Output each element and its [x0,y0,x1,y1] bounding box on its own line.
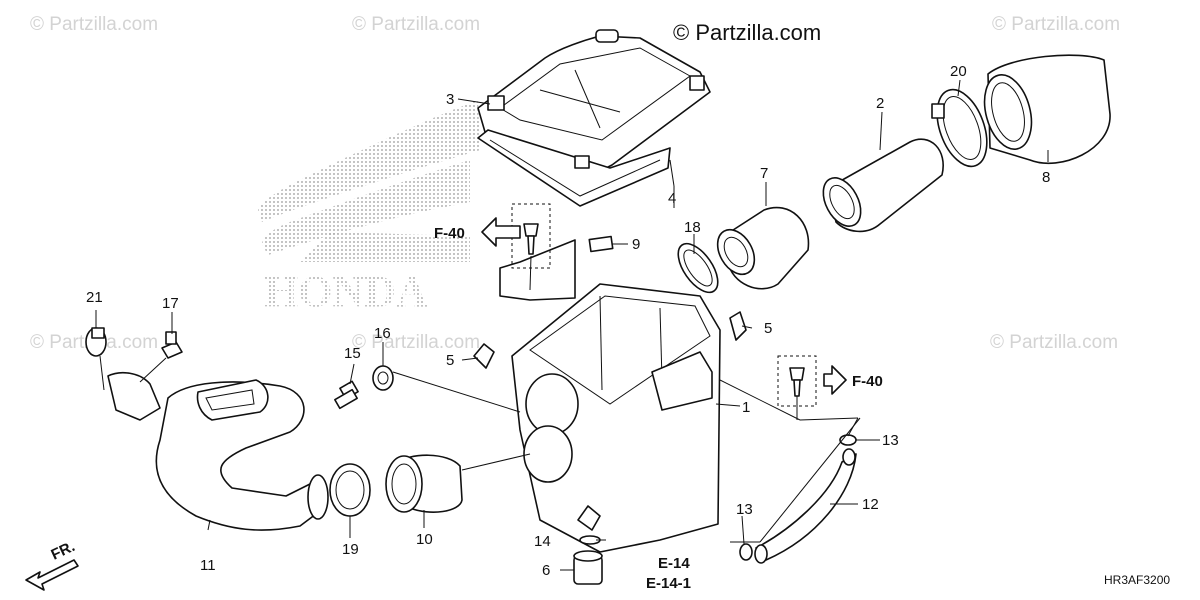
callout-5-right: 5 [764,320,772,337]
callout-13-lower: 13 [736,501,753,518]
callout-1: 1 [742,399,750,416]
callout-2: 2 [876,95,884,112]
callout-6: 6 [542,562,550,579]
callout-17: 17 [162,295,179,312]
air-cleaner-case [499,239,721,553]
clip-5-right [729,311,747,341]
callout-4: 4 [668,190,676,207]
honda-wordmark: HONDA [264,267,428,316]
front-arrow-icon [25,559,79,591]
ref-f40-right: F-40 [852,373,883,390]
watermark-mid-center: © Partzilla.com [352,332,480,353]
callout-19: 19 [342,541,359,558]
honda-wing-logo: HONDA [258,100,480,316]
callout-8: 8 [1042,169,1050,186]
valve-15 [334,380,359,410]
clamp-19 [329,463,371,517]
joint-10 [385,454,463,513]
pre-filter-8 [983,54,1111,165]
arrow-right-icon [823,365,847,395]
air-cleaner-cover [477,29,711,207]
callout-5-left: 5 [446,352,454,369]
clip-5-left [473,343,495,369]
callout-20: 20 [950,63,967,80]
watermark-top-center: © Partzilla.com [352,14,480,35]
cap-6 [573,550,603,585]
watermark-mid-right: © Partzilla.com [990,332,1118,353]
callout-12: 12 [862,496,879,513]
sponge-9 [588,235,614,253]
ref-e14-1: E-14-1 [646,575,691,592]
drain-tube-12 [754,448,857,564]
screw-left [511,203,551,269]
leader-lines [95,79,1049,571]
callout-13-upper: 13 [882,432,899,449]
arrow-left-icon [481,217,521,247]
watermark-top-left: © Partzilla.com [30,14,158,35]
callout-18: 18 [684,219,701,236]
connecting-tube-7 [716,206,810,290]
callout-3: 3 [446,91,454,108]
callout-11: 11 [200,557,216,574]
callout-16: 16 [374,325,391,342]
air-cleaner-element [822,138,944,233]
clip-13-lower [739,543,753,561]
callout-10: 10 [416,531,433,548]
clamp-18 [677,242,719,294]
ref-f40-left: F-40 [434,225,465,242]
intake-duct-11 [107,371,329,531]
screw-right [777,355,817,407]
clamp-20 [931,88,988,168]
bolt-17 [161,331,183,359]
callout-7: 7 [760,165,768,182]
clamp-21 [85,327,107,357]
callout-15: 15 [344,345,361,362]
ref-e14: E-14 [658,555,690,572]
callout-21: 21 [86,289,103,306]
watermark-top-right: © Partzilla.com [992,14,1120,35]
diagram-code: HR3AF3200 [1104,573,1170,587]
callout-9: 9 [632,236,640,253]
grommet-16 [372,365,394,391]
watermark-main: © Partzilla.com [673,20,821,45]
callout-14: 14 [534,533,551,550]
